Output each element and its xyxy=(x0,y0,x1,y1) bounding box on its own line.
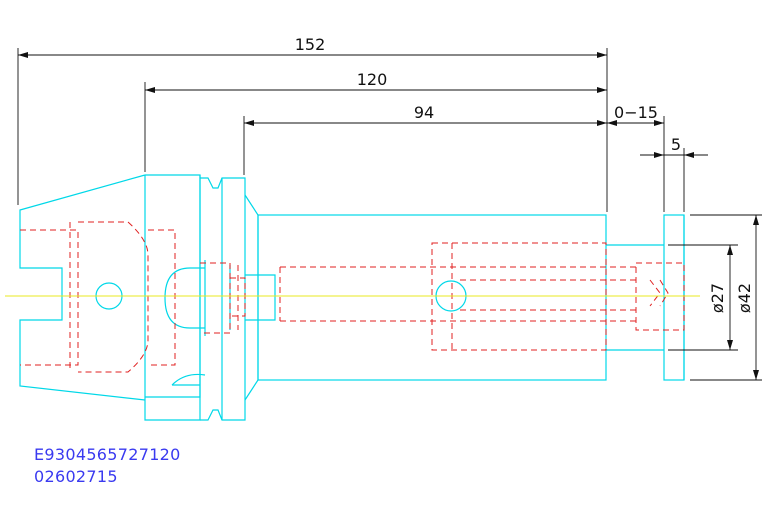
dim-body-length: 94 xyxy=(414,103,434,122)
article-number: E9304565727120 xyxy=(34,445,181,464)
dim-inner-diameter: ø27 xyxy=(708,283,727,313)
dimension-lines xyxy=(17,48,762,381)
dim-overall-length: 152 xyxy=(295,35,326,54)
dim-taper-to-end: 120 xyxy=(357,70,388,89)
dim-adjust-range: 0−15 xyxy=(614,103,658,122)
dim-flange-width: 5 xyxy=(671,135,681,154)
tool-holder-outline xyxy=(19,174,685,421)
hidden-lines xyxy=(20,221,685,373)
order-number: 02602715 xyxy=(34,467,118,486)
dim-outer-diameter: ø42 xyxy=(735,283,754,313)
